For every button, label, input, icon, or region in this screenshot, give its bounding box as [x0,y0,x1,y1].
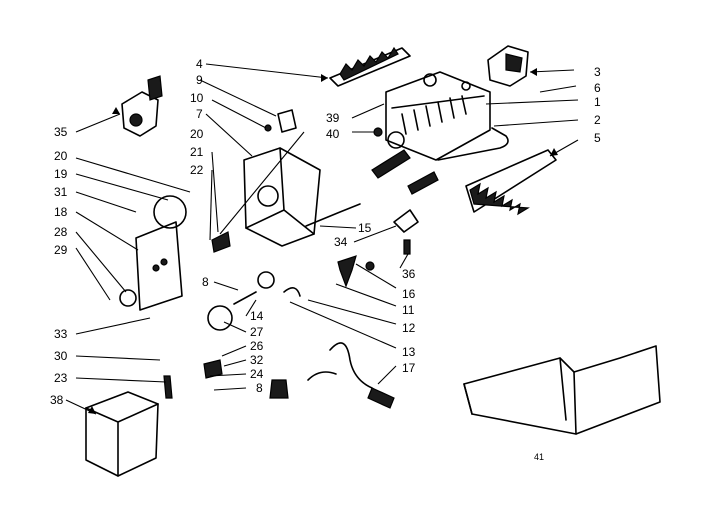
callout-13: 13 [402,345,416,359]
callout-24: 24 [250,367,264,381]
callout-15: 15 [358,221,372,235]
callout-1: 1 [594,95,601,109]
callout-5: 5 [594,131,601,145]
callout-6: 6 [594,81,601,95]
callout-18: 18 [54,205,68,219]
callout-29: 29 [54,243,68,257]
timing-cam-part [207,271,275,331]
ejector-blade-part [329,46,411,87]
callout-17: 17 [402,361,416,375]
callout-14: 14 [250,309,264,323]
callout-9: 9 [196,73,203,87]
gear-part [119,289,137,307]
callout-19: 19 [54,167,68,181]
leader-lines [65,63,579,415]
callout-39: 39 [326,111,340,125]
callout-32: 32 [250,353,264,367]
screw-40-part [373,127,383,137]
callout-7: 7 [196,107,203,121]
callout-8: 8 [202,275,209,289]
lever-part [283,287,301,297]
water-valve-part [121,75,163,137]
callout-12: 12 [402,321,416,335]
callout-38: 38 [50,393,64,407]
callout-26: 26 [250,339,264,353]
switch-part [211,231,231,253]
support-housing-part [243,147,321,247]
stripper-part [465,149,557,216]
callout-4: 4 [196,57,203,71]
callout-16: 16 [402,287,416,301]
callout-41: 41 [534,452,544,462]
heater-part [437,127,509,161]
fill-cup-part [487,45,529,87]
wiring-harness-part [307,342,395,409]
bearing-part [365,209,419,271]
callout-22: 22 [190,163,204,177]
callout-34: 34 [334,235,348,249]
callout-23: 23 [54,371,68,385]
thermostat-plug-part [371,149,439,195]
callout-28: 28 [54,225,68,239]
cover-part [85,391,159,477]
callout-labels: 4 9 10 7 20 21 22 35 20 19 31 18 28 29 8… [50,57,601,462]
callout-30: 30 [54,349,68,363]
callout-40: 40 [326,127,340,141]
callout-8: 8 [256,381,263,395]
ice-bin-part [463,345,661,435]
shutoff-arm-part [305,203,361,227]
ice-mold-part [385,71,491,161]
callout-3: 3 [594,65,601,79]
callout-20: 20 [54,149,68,163]
callout-20: 20 [190,127,204,141]
callout-31: 31 [54,185,68,199]
callout-33: 33 [54,327,68,341]
lever-arm-part [337,255,357,288]
callout-35: 35 [54,125,68,139]
callout-2: 2 [594,113,601,127]
callout-27: 27 [250,325,264,339]
callout-21: 21 [190,145,204,159]
callout-11: 11 [402,303,415,317]
callout-36: 36 [402,267,416,281]
callout-10: 10 [190,91,204,105]
cam-bracket-part [264,109,297,133]
motor-plate-part [135,195,187,311]
